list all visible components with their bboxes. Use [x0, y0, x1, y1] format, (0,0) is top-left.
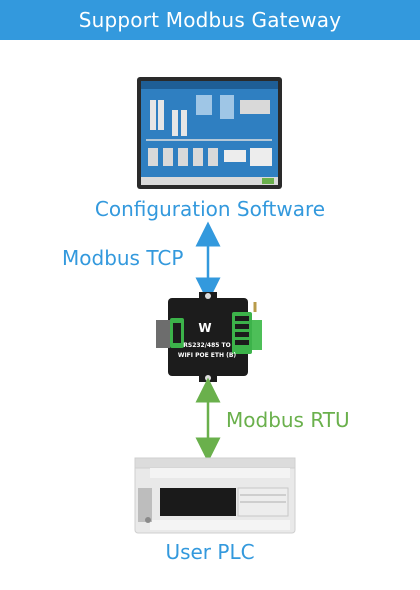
gateway-logo: W [198, 321, 211, 335]
modbus-rtu-label: Modbus RTU [226, 408, 350, 432]
gateway-model-line1: RS232/485 TO [183, 342, 230, 349]
software-label: Configuration Software [94, 197, 326, 221]
monitor-image [137, 77, 282, 189]
header-banner: Support Modbus Gateway [0, 0, 420, 40]
gateway-device-image: W RS232/485 TO WIFI POE ETH (B) [156, 292, 262, 382]
plc-image [134, 457, 296, 534]
plc-label: User PLC [165, 540, 255, 564]
gateway-model-line2: WIFI POE ETH (B) [178, 352, 237, 359]
header-title: Support Modbus Gateway [78, 8, 342, 32]
modbus-tcp-label: Modbus TCP [62, 246, 184, 270]
